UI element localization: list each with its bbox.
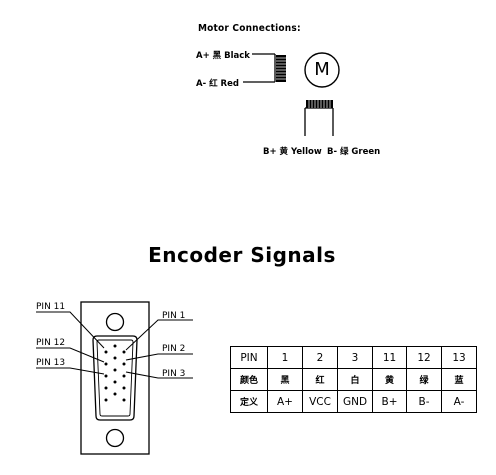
db15-connector-drawing <box>36 301 193 455</box>
motor-wiring-diagram <box>243 52 340 136</box>
mounting-hole-bottom <box>105 428 125 448</box>
coil-b-winding <box>306 100 333 108</box>
pin-label-11: PIN 11 <box>36 302 66 312</box>
pin-label-1: PIN 1 <box>162 311 186 321</box>
table-cell: 颜色 <box>230 368 268 391</box>
connector-outer-shell <box>80 301 150 455</box>
encoder-signals-title: Encoder Signals <box>148 243 336 267</box>
table-cell: PIN <box>230 346 268 369</box>
pin-label-13: PIN 13 <box>36 358 66 368</box>
table-cell: B+ <box>372 390 407 413</box>
table-cell: 黑 <box>267 368 303 391</box>
table-cell: VCC <box>302 390 338 413</box>
table-cell: 2 <box>302 346 338 369</box>
table-cell: 蓝 <box>441 368 477 391</box>
mounting-hole-top <box>105 312 125 332</box>
motor-symbol: M <box>314 59 330 80</box>
pin-label-2: PIN 2 <box>162 344 186 354</box>
encoder-pin-table: PIN 1 2 3 11 12 13 颜色 黑 红 白 黄 绿 蓝 定义 A+ … <box>230 346 477 413</box>
pin-label-12: PIN 12 <box>36 338 66 348</box>
coil-a-winding <box>276 55 286 82</box>
connector-d-shell <box>92 335 138 421</box>
pin-leader-lines <box>36 311 193 379</box>
table-cell: 绿 <box>406 368 442 391</box>
pin-label-3: PIN 3 <box>162 369 186 379</box>
table-row-color: 颜色 黑 红 白 黄 绿 蓝 <box>230 368 477 391</box>
table-cell: 黄 <box>372 368 407 391</box>
table-cell: 11 <box>372 346 407 369</box>
table-cell: A+ <box>267 390 303 413</box>
table-cell: B- <box>406 390 442 413</box>
wire-label-a-plus: A+ 黑 Black <box>196 51 250 61</box>
table-row-definition: 定义 A+ VCC GND B+ B- A- <box>230 390 477 413</box>
table-cell: 白 <box>337 368 373 391</box>
motor-circle <box>304 52 340 88</box>
connector-pins <box>104 344 126 402</box>
table-cell: 定义 <box>230 390 268 413</box>
table-row-pin: PIN 1 2 3 11 12 13 <box>230 346 477 369</box>
table-cell: A- <box>441 390 477 413</box>
table-cell: 12 <box>406 346 442 369</box>
wire-label-a-minus: A- 红 Red <box>196 79 239 89</box>
table-cell: 1 <box>267 346 303 369</box>
table-cell: 13 <box>441 346 477 369</box>
table-cell: GND <box>337 390 373 413</box>
table-cell: 3 <box>337 346 373 369</box>
motor-connections-title: Motor Connections: <box>198 23 301 34</box>
wire-label-b-plus: B+ 黄 Yellow <box>263 147 322 157</box>
wire-label-b-minus: B- 绿 Green <box>327 147 381 157</box>
table-cell: 红 <box>302 368 338 391</box>
